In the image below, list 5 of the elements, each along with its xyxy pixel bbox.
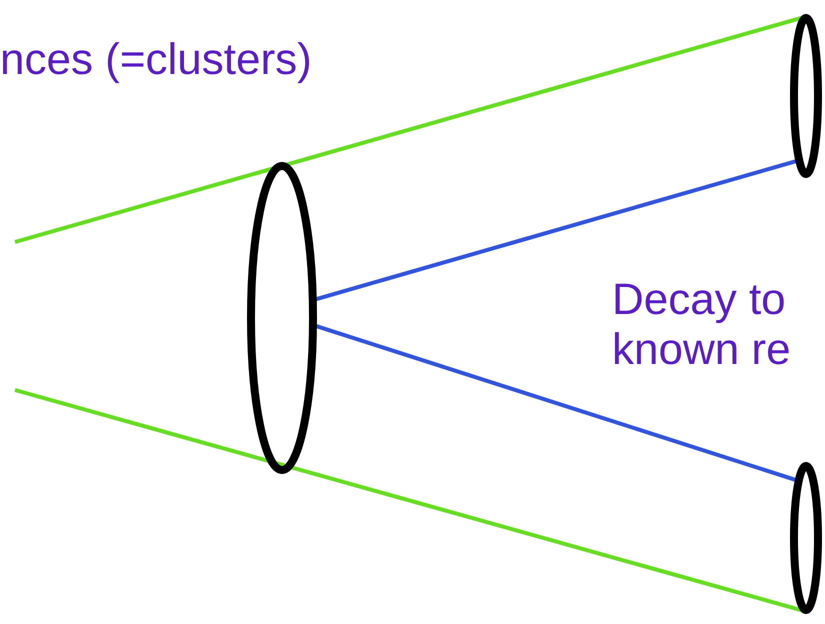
line <box>14 388 804 613</box>
line <box>314 324 798 482</box>
annotation-text: nces (=clusters) <box>0 35 313 85</box>
line <box>314 158 798 302</box>
annotation-text: Decay to known re <box>612 275 792 375</box>
